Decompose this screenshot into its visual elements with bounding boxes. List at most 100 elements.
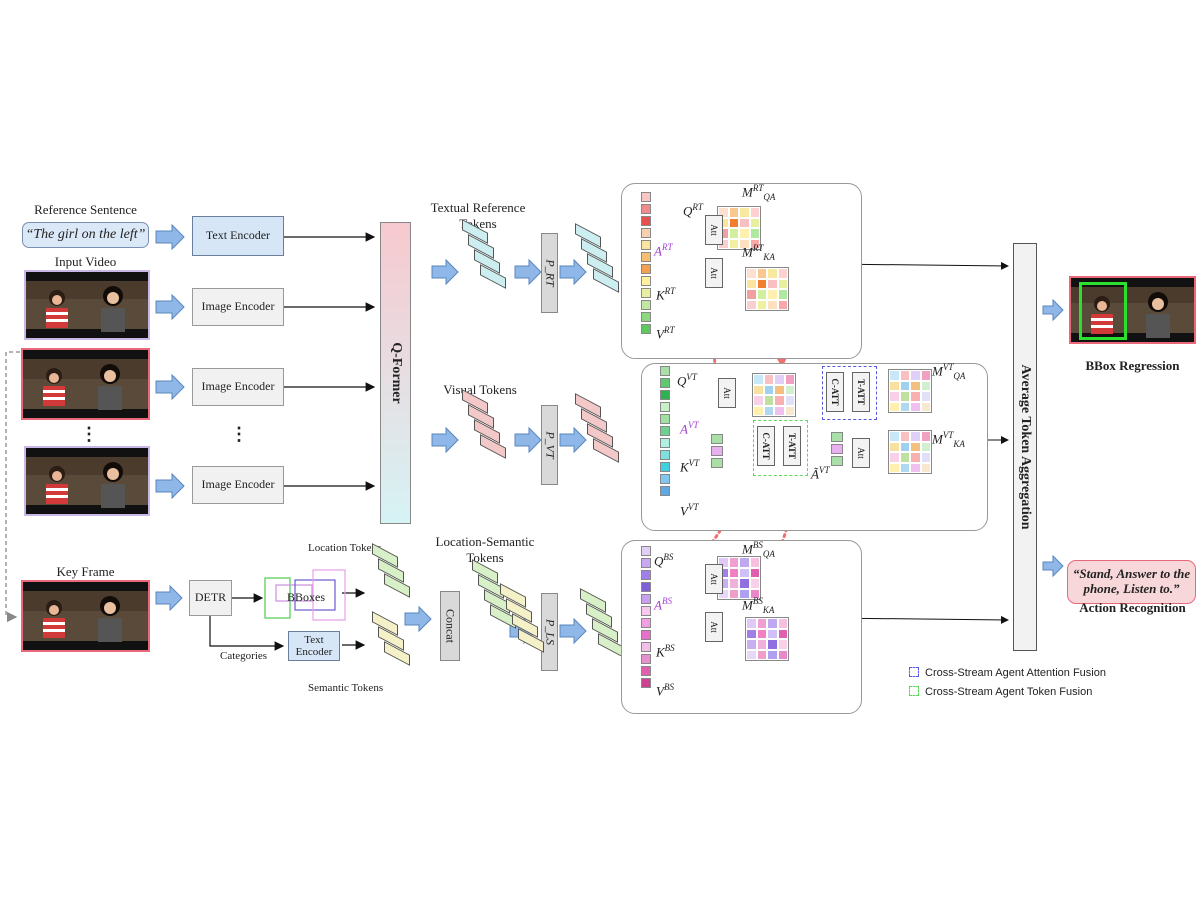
token-cell — [641, 630, 651, 640]
token-cell — [660, 450, 670, 460]
input-video-label: Input Video — [54, 254, 117, 269]
image-encoder-2: Image Encoder — [192, 368, 284, 406]
rt-att-q: Att — [705, 215, 723, 245]
video-frame-1 — [24, 270, 150, 340]
bs-att-k: Att — [705, 612, 723, 642]
token-cell — [641, 192, 651, 202]
token-cell — [641, 618, 651, 628]
vt-t-att-token: T-ATT — [783, 426, 801, 466]
child-figure — [46, 466, 68, 504]
average-token-aggregation: Average Token Aggregation — [1013, 243, 1037, 651]
token-cell — [641, 570, 651, 580]
action-output-box: “Stand, Answer to the phone, Listen to.” — [1067, 560, 1196, 604]
token-cell — [641, 666, 651, 676]
token-cell — [641, 288, 651, 298]
bs-k-label: KBS — [656, 643, 675, 660]
token-cell — [641, 240, 651, 250]
vt-att-q: Att — [718, 378, 736, 408]
location-tokens-label: Location Tokens — [308, 542, 382, 554]
rt-a-label: ART — [654, 242, 673, 259]
video-frame-n — [24, 446, 150, 516]
token-cell — [641, 204, 651, 214]
token-cell — [641, 300, 651, 310]
token-cell — [641, 582, 651, 592]
vt-mqa-label: MVTQA — [932, 362, 966, 381]
bboxes-label: BBoxes — [287, 590, 326, 604]
token-cell — [711, 446, 723, 456]
rt-mqa-label: MRTQA — [742, 183, 776, 202]
semantic-text-encoder: Text Encoder — [288, 631, 340, 661]
action-recognition-label: Action Recognition — [1079, 600, 1186, 615]
token-cell — [660, 366, 670, 376]
projection-rt: P_RT — [541, 233, 558, 313]
token-cell — [641, 678, 651, 688]
rt-k-label: KRT — [656, 286, 676, 303]
token-cell — [641, 642, 651, 652]
child-figure — [1091, 296, 1113, 334]
legend-swatch — [909, 686, 919, 696]
vt-c-att-token: C-ATT — [757, 426, 775, 466]
token-cell — [641, 594, 651, 604]
vt-mka-label: MVTKA — [932, 430, 965, 449]
rt-q-label: QRT — [683, 202, 703, 219]
key-frame — [21, 580, 150, 652]
legend-token-fusion: Cross-Stream Agent Token Fusion — [909, 686, 1092, 698]
categories-label: Categories — [220, 650, 268, 662]
rt-mka-label: MRTKA — [742, 243, 775, 262]
token-cell — [660, 390, 670, 400]
reference-sentence-box: “The girl on the left” — [22, 222, 149, 248]
child-figure — [98, 364, 122, 410]
location-semantic-tokens-label: Location-Semantic Tokens — [435, 534, 535, 565]
key-frame-selection-line — [5, 351, 20, 623]
encoder-to-qformer-lines — [283, 232, 376, 491]
attention-matrix — [888, 369, 932, 413]
token-cell — [641, 264, 651, 274]
vt-att-k: Att — [852, 438, 870, 468]
token-cell — [641, 558, 651, 568]
encoders-ellipsis: ⋮ — [230, 424, 248, 444]
vt-v-label: VVT — [680, 502, 699, 519]
detr-lines — [209, 588, 366, 651]
token-cell — [641, 546, 651, 556]
reference-sentence-label: Reference Sentence — [34, 202, 137, 217]
bbox-output-frame — [1069, 276, 1196, 344]
token-fusion-box — [753, 420, 808, 476]
token-cell — [660, 414, 670, 424]
key-frame-label: Key Frame — [56, 564, 115, 579]
child-figure — [101, 286, 125, 332]
child-figure — [98, 596, 122, 642]
bs-q-label: QBS — [654, 552, 674, 569]
attention-matrix — [888, 430, 932, 474]
vt-t-att-attention: T-ATT — [852, 372, 870, 412]
attention-matrix — [752, 373, 796, 417]
vt-a-tilde-label: ÃVT — [811, 465, 830, 482]
token-cell — [641, 216, 651, 226]
child-figure — [1146, 292, 1170, 338]
bs-mqa-label: MBSQA — [742, 540, 775, 559]
video-frame-2 — [21, 348, 150, 420]
projection-vt: P_VT — [541, 405, 558, 485]
semantic-tokens-label: Semantic Tokens — [308, 682, 384, 694]
child-figure — [101, 462, 125, 508]
q-former: Q-Former — [380, 222, 411, 524]
token-cell — [641, 654, 651, 664]
token-cell — [831, 456, 843, 466]
token-cell — [641, 312, 651, 322]
token-cell — [641, 324, 651, 334]
bbox-regression-label: BBox Regression — [1085, 358, 1180, 373]
bs-v-label: VBS — [656, 682, 674, 699]
token-cell — [711, 458, 723, 468]
predicted-bbox — [1079, 282, 1127, 340]
visual-tokens-label: Visual Tokens — [443, 382, 517, 397]
token-cell — [660, 438, 670, 448]
token-cell — [831, 444, 843, 454]
concat-bar: Concat — [440, 591, 460, 661]
token-cell — [641, 228, 651, 238]
bs-att-q: Att — [705, 564, 723, 594]
token-cell — [660, 462, 670, 472]
attention-matrix — [745, 267, 789, 311]
token-cell — [660, 426, 670, 436]
projection-ls: P_LS — [541, 593, 558, 671]
detr-box: DETR — [189, 580, 232, 616]
